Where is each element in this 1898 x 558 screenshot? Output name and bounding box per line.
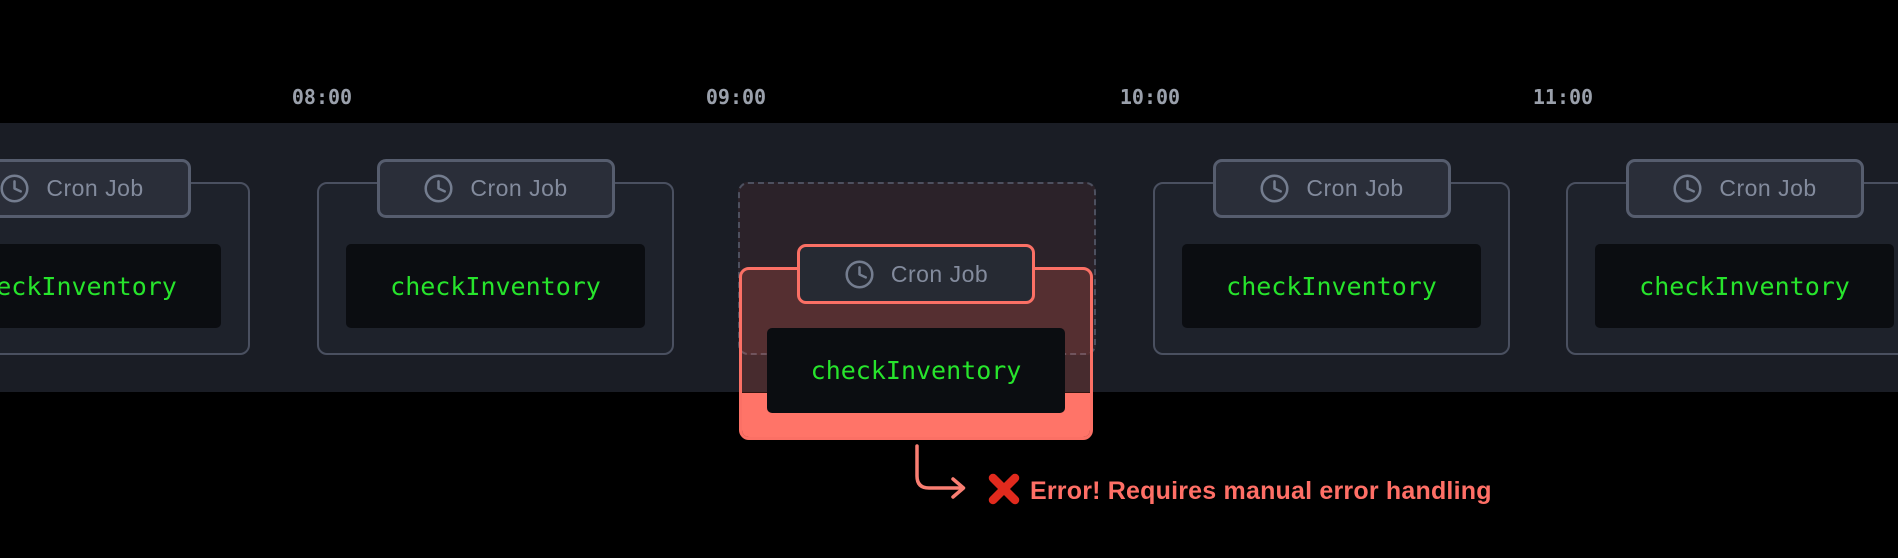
cron-job-card: Cron Job checkInventory: [0, 159, 250, 355]
clock-icon: [1260, 174, 1289, 203]
badge-label: Cron Job: [1306, 175, 1404, 201]
cron-job-badge: Cron Job: [1212, 159, 1451, 218]
elbow-arrow-icon: [915, 444, 966, 499]
job-function-name: checkInventory: [1226, 271, 1437, 301]
cron-job-card: Cron Job checkInventory: [1153, 159, 1510, 355]
job-function-name: checkInventory: [1639, 271, 1850, 301]
cron-job-badge: Cron Job: [797, 244, 1035, 304]
cron-job-badge: Cron Job: [376, 159, 615, 218]
badge-label: Cron Job: [46, 175, 144, 201]
time-label-0900: 09:00: [705, 85, 767, 109]
job-function-name: checkInventory: [810, 356, 1022, 385]
job-code-block: checkInventory: [767, 328, 1065, 413]
job-function-name: checkInventory: [390, 271, 601, 301]
time-label-0800: 08:00: [291, 85, 353, 109]
job-code-block: checkInventory: [1182, 244, 1481, 328]
cron-job-card-error: Cron Job checkInventory: [739, 244, 1093, 440]
cron-job-badge: Cron Job: [0, 159, 191, 218]
job-code-block: checkInventory: [0, 244, 221, 328]
badge-label: Cron Job: [1719, 175, 1817, 201]
error-message: Error! Requires manual error handling: [1030, 476, 1492, 505]
cron-job-card: Cron Job checkInventory: [1566, 159, 1898, 355]
job-code-block: checkInventory: [346, 244, 645, 328]
cron-job-badge: Cron Job: [1625, 159, 1864, 218]
badge-label: Cron Job: [890, 260, 989, 287]
clock-icon: [424, 174, 453, 203]
job-function-name: checkInventory: [0, 271, 177, 301]
clock-icon: [845, 259, 874, 289]
cross-mark-icon: [988, 473, 1020, 505]
job-code-block: checkInventory: [1595, 244, 1894, 328]
clock-icon: [1673, 174, 1702, 203]
time-label-1000: 10:00: [1119, 85, 1181, 109]
clock-icon: [0, 174, 29, 203]
time-label-1100: 11:00: [1532, 85, 1594, 109]
badge-label: Cron Job: [470, 175, 568, 201]
cron-job-card: Cron Job checkInventory: [317, 159, 674, 355]
